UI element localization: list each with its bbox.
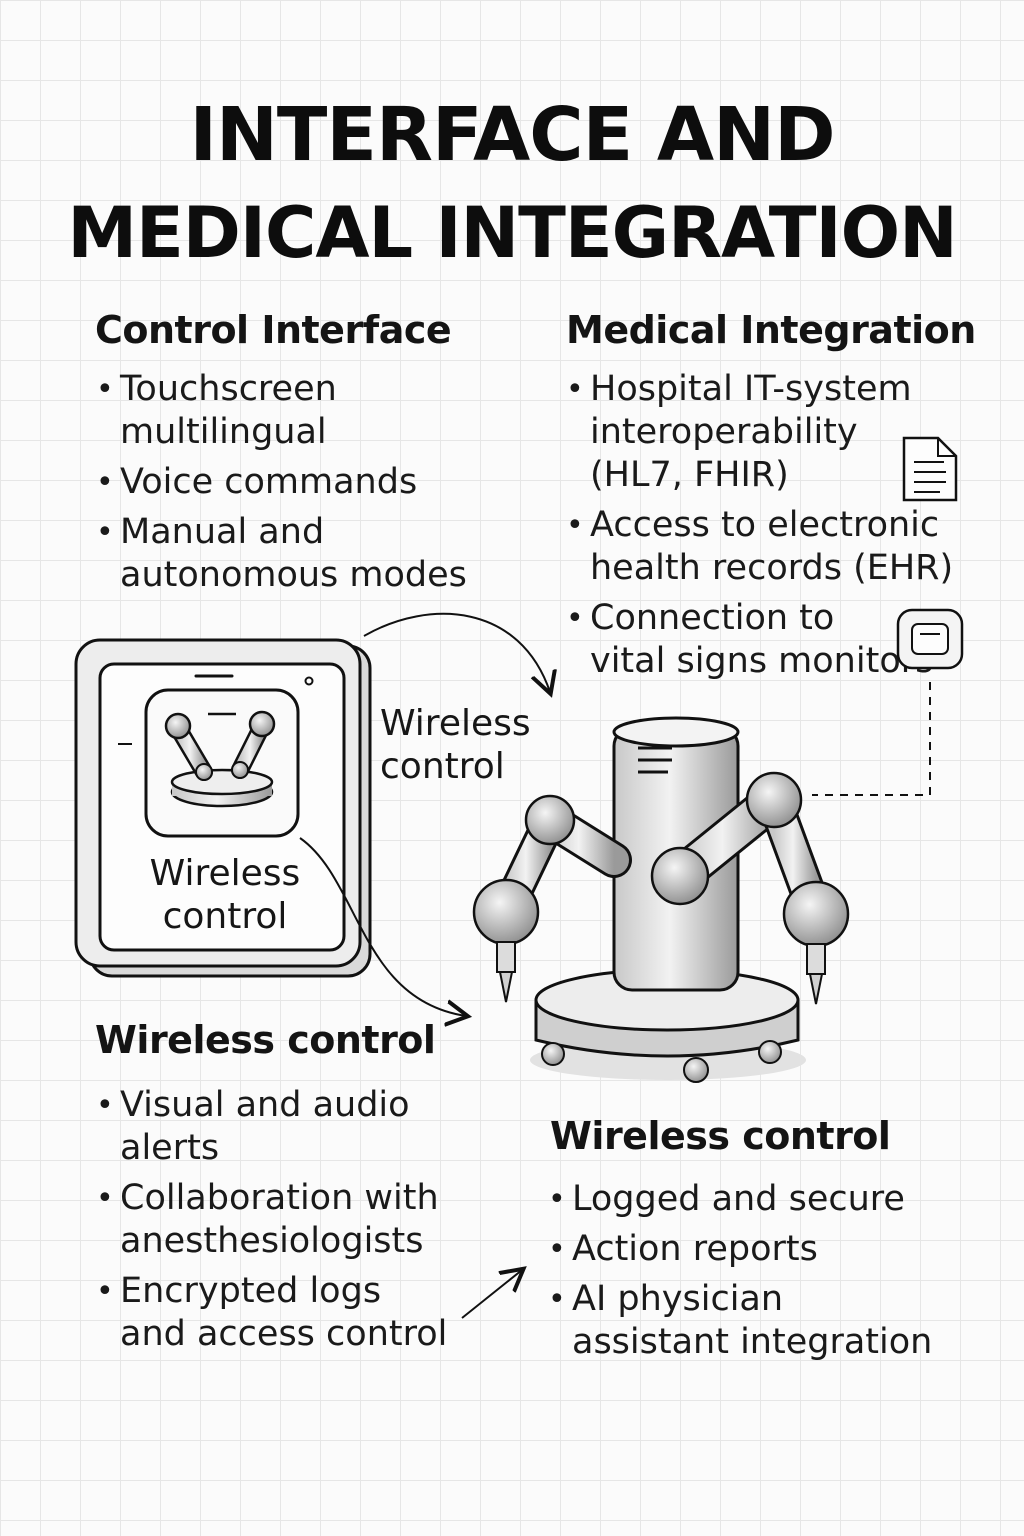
list-item: Visual and audio alerts <box>94 1084 524 1170</box>
arrow-icon <box>363 612 550 692</box>
list-item: Hospital IT-system interoperability (HL7… <box>564 368 984 497</box>
tablet-screen-label: Wireless control <box>149 853 301 937</box>
wireless-control-left-list: Visual and audio alerts Collaboration wi… <box>94 1084 524 1363</box>
robot-icon <box>472 716 850 1083</box>
page-title-line-2: MEDICAL INTEGRATION <box>67 192 957 274</box>
list-item: Encrypted logs and access control <box>94 1270 524 1356</box>
list-item: Action reports <box>546 1228 986 1271</box>
list-item: AI physician assistant integration <box>546 1278 986 1364</box>
medical-integration-list: Hospital IT-system interoperability (HL7… <box>564 368 984 690</box>
list-item: Access to electronic health records (EHR… <box>564 504 984 590</box>
list-item: Touchscreen multilingual <box>94 368 534 454</box>
tablet-icon <box>74 638 372 978</box>
wireless-control-right-list: Logged and secure Action reports AI phys… <box>546 1178 986 1371</box>
medical-integration-heading: Medical Integration <box>566 308 976 352</box>
list-item: Logged and secure <box>546 1178 986 1221</box>
wireless-control-right-heading: Wireless control <box>550 1114 891 1158</box>
arrow-icon <box>299 837 466 1016</box>
connector-line <box>812 682 931 796</box>
list-item: Collaboration with anesthesiologists <box>94 1177 524 1263</box>
document-icon <box>902 436 958 502</box>
page-title-line-1: INTERFACE AND <box>189 92 835 178</box>
control-interface-heading: Control Interface <box>95 308 452 352</box>
arrow-label: Wireless control <box>380 703 531 787</box>
monitor-icon <box>896 608 964 670</box>
arrow-icon <box>461 1270 522 1319</box>
wireless-control-left-heading: Wireless control <box>95 1018 436 1062</box>
list-item: Manual and autonomous modes <box>94 511 534 597</box>
control-interface-list: Touchscreen multilingual Voice commands … <box>94 368 534 604</box>
list-item: Voice commands <box>94 461 534 504</box>
